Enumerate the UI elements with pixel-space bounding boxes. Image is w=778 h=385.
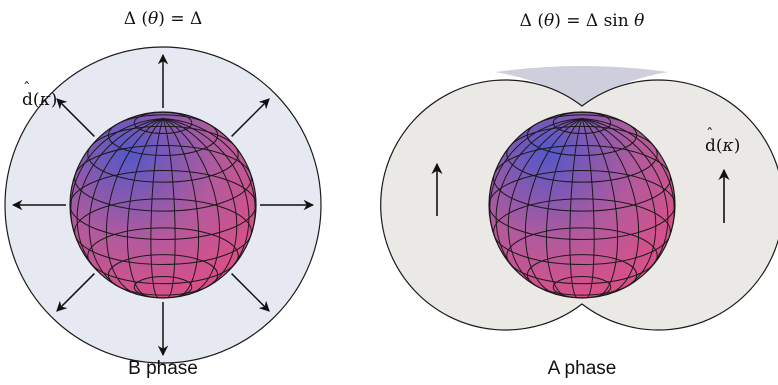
a-phase-longitude-line [495,118,583,272]
b-phase-longitude-line [126,118,164,297]
b-phase-longitude-line [162,118,250,272]
b-d-kappa: κ [39,90,51,110]
b-phase-radial-arrow [231,98,270,137]
b-formula-lhs: Δ ( [124,9,148,29]
a-phase-longitude-line [581,118,669,272]
b-phase-longitude-line [150,118,164,299]
a-d-letter: d [705,136,716,156]
a-formula-theta: θ [544,11,554,31]
a-phase-latitude-line [493,145,671,212]
b-phase-longitude-line [76,118,164,272]
a-phase-latitude-line [526,114,638,156]
b-phase-latitude-line [74,198,252,266]
b-d-letter: d [22,90,33,110]
a-phase-longitude-line [581,118,657,288]
b-phase-latitude-line [69,170,257,240]
a-phase-longitude-line [569,118,583,299]
a-phase-longitude-line [507,118,583,288]
a-phase-sphere [488,111,676,299]
a-phase-longitude-line [581,118,640,295]
a-phase-top-shading [495,66,668,106]
b-formula-theta: θ [148,9,158,29]
a-phase-panel: Δ (θ) = Δ sin θ d(κ) ˆ A phase [380,11,778,379]
a-phase-caption: A phase [548,358,617,379]
b-phase-longitude-line [88,118,164,288]
a-formula-lhs: Δ ( [520,11,544,31]
b-phase-longitude-line [70,118,164,237]
b-phase-longitude-line [162,118,256,237]
b-phase-d-vector-arrows [11,53,315,357]
a-phase-longitude-line [524,118,583,295]
a-phase-latitude-line [506,227,658,285]
b-phase-latitude-line [133,275,193,299]
b-phase-latitude-line [133,111,193,135]
b-formula-rhs: ) = Δ [158,9,202,29]
a-phase-latitude-line [552,111,612,135]
a-phase-longitude-line [545,118,583,297]
b-phase-longitude-line [105,118,164,295]
b-d-close: ) [51,90,58,110]
a-phase-d-label: d(κ) [705,136,740,156]
a-formula-mid: ) = Δ sin [554,11,634,31]
b-phase-sphere-grid [69,111,257,299]
b-phase-latitude-line [87,125,239,183]
a-phase-d-hat: ˆ [706,125,714,143]
b-phase-radial-arrow [231,273,270,312]
a-phase-gap-formula: Δ (θ) = Δ sin θ [520,11,645,31]
a-formula-theta2: θ [634,11,644,31]
b-phase-sphere [69,111,257,299]
b-phase-latitude-line [74,145,252,212]
a-phase-longitude-line [489,118,583,237]
b-phase-longitude-line [162,118,176,299]
a-phase-longitude-line [581,118,619,297]
b-d-open: ( [33,90,40,110]
a-d-kappa: κ [722,136,734,156]
b-phase-longitude-line [162,118,238,288]
a-phase-latitude-line [506,125,658,183]
b-phase-radial-arrow [56,273,95,312]
b-phase-longitude-line [162,118,200,297]
a-d-open: ( [716,136,723,156]
b-phase-d-hat: ˆ [23,79,31,97]
a-phase-longitude-line [581,118,595,299]
a-phase-latitude-line [488,170,676,240]
b-phase-caption: B phase [128,358,198,379]
a-phase-latitude-line [552,275,612,299]
b-phase-latitude-line [87,227,239,285]
a-d-close: ) [734,136,741,156]
b-phase-radial-arrow [56,98,95,137]
a-phase-latitude-line [493,198,671,266]
b-phase-gap-formula: Δ (θ) = Δ [124,9,203,29]
b-phase-longitude-line [162,118,221,295]
a-phase-sphere-grid [488,111,676,299]
b-phase-d-label: d(κ) [22,90,57,110]
b-phase-panel: Δ (θ) = Δ d(κ) ˆ B phase [4,9,322,379]
a-phase-longitude-line [581,118,675,237]
b-phase-latitude-line [107,114,219,156]
